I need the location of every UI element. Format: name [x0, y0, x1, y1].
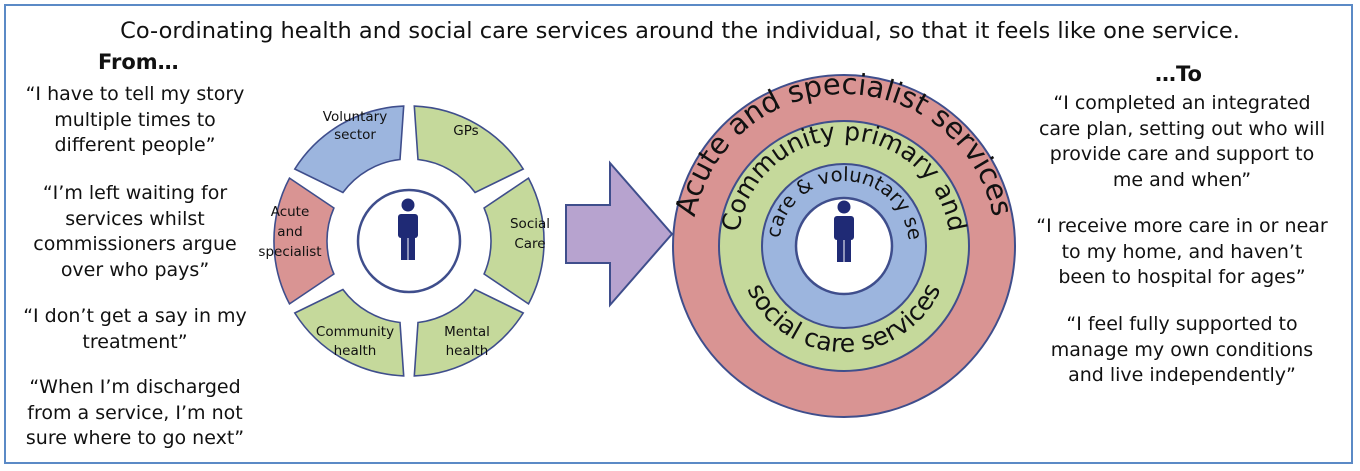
to-quote-2: “I receive more care in or near to my ho… [1022, 214, 1342, 291]
quote-line: services whilst [65, 207, 205, 230]
quote-line: “I don’t get a say in my [23, 305, 247, 327]
quote-line: sure where to go next” [25, 427, 245, 449]
segment-label: Care [514, 236, 545, 252]
quote-line: to my home, and haven’t [1061, 240, 1303, 263]
diagram-frame [4, 4, 1353, 464]
quote-line: multiple times to [54, 108, 216, 131]
headline: Co-ordinating health and social care ser… [120, 18, 1240, 44]
from-quote-2: “I’m left waiting for services whilst co… [10, 181, 260, 283]
quote-line: treatment” [82, 330, 188, 353]
segment-social-care [483, 176, 545, 306]
from-quote-1: “I have to tell my story multiple times … [10, 82, 260, 159]
segment-label: specialist [258, 244, 321, 260]
quote-line: provide care and support to [1049, 143, 1315, 165]
person-icon [834, 200, 854, 262]
segment-community-health [293, 288, 405, 377]
quote-line: me and when” [1112, 168, 1252, 191]
from-quote-3: “I don’t get a say in my treatment” [10, 304, 260, 355]
quote-line: from a service, I’m not [27, 401, 243, 424]
quote-line: “I receive more care in or near [1036, 215, 1328, 237]
quote-line: “I’m left waiting for [42, 182, 228, 204]
segment-label: sector [334, 127, 376, 143]
transition-arrow [565, 160, 674, 308]
to-heading: …To [1155, 62, 1202, 86]
quote-line: “When I’m discharged [29, 376, 241, 398]
segment-acute-specialist [273, 176, 335, 306]
to-quote-1: “I completed an integrated care plan, se… [1022, 91, 1342, 193]
from-quote-4: “When I’m discharged from a service, I’m… [10, 375, 260, 452]
quote-line: “I feel fully supported to [1066, 313, 1298, 335]
quote-line: “I completed an integrated [1053, 92, 1311, 114]
segment-label: health [334, 343, 377, 359]
segment-label: health [446, 343, 489, 359]
quote-line: manage my own conditions [1050, 338, 1314, 361]
segment-label: Acute [271, 204, 310, 220]
quote-line: over who pays” [60, 258, 210, 281]
quote-line: commissioners argue [33, 233, 237, 255]
to-quote-3: “I feel fully supported to manage my own… [1022, 312, 1342, 389]
integrated-services-rings [672, 74, 1016, 418]
segment-label: GPs [453, 123, 478, 139]
segment-label: Voluntary [323, 109, 387, 125]
quote-line: and live independently” [1068, 364, 1296, 386]
quote-line: care plan, setting out who will [1038, 117, 1325, 140]
quote-line: been to hospital for ages” [1058, 266, 1306, 288]
segment-voluntary-sector [293, 105, 405, 194]
segment-label: Social [510, 216, 550, 232]
segment-label: and [277, 224, 302, 240]
segment-label: Community [316, 324, 394, 340]
individual-circle-right [794, 196, 894, 296]
segment-gps [413, 105, 525, 194]
segment-mental-health [413, 288, 525, 377]
quote-line: different people” [54, 134, 216, 156]
quote-line: “I have to tell my story [25, 83, 245, 105]
person-icon [398, 198, 418, 260]
segment-label: Mental [444, 324, 490, 340]
from-heading: From… [98, 50, 179, 74]
